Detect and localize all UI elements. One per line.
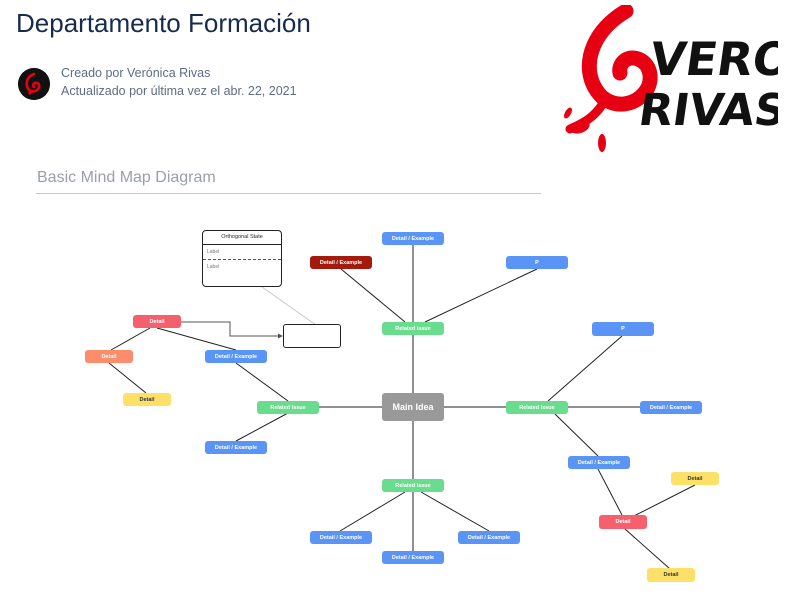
connector-left-lower [235,412,289,442]
orthogonal-state-label-2: Label [207,264,220,270]
orthogonal-state-title: Orthogonal State [221,234,263,240]
node-top-detail-example[interactable]: Detail / Example [382,232,444,245]
connector-red-yellow-lower [624,528,671,570]
connector-bottom-right [420,491,490,532]
node-right-detail-red[interactable]: Detail [599,515,647,529]
diagram-title: Basic Mind Map Diagram [37,169,216,186]
node-related-issue-right[interactable]: Related Issue [506,401,568,414]
node-right-p[interactable]: P [592,322,654,336]
connector-detail-to-box [181,321,279,337]
logo-text-line-1: VERO [647,32,778,86]
node-left-detail-red[interactable]: Detail [133,315,181,328]
node-bottom-detail-example-right[interactable]: Detail / Example [458,531,520,544]
connector-right-p [547,335,623,402]
arrowhead-icon [278,333,283,339]
node-top-darkred-detail-example[interactable]: Detail / Example [310,256,372,269]
connector-red-yellow-upper [633,484,696,517]
node-right-detail-yellow-lower[interactable]: Detail [647,568,695,582]
connector-right-lower [554,413,599,457]
node-bottom-detail-example-left[interactable]: Detail / Example [310,531,372,544]
connector-red-orange [110,327,151,351]
empty-shape-box[interactable] [283,324,341,348]
vero-rivas-logo: VERO RIVAS [564,5,778,152]
connector-orange-yellow [108,362,147,394]
node-related-issue-top[interactable]: Related Issue [382,322,444,335]
node-related-issue-bottom[interactable]: Related Issue [382,479,444,492]
connector-lower-red [597,468,623,516]
page-title: Departamento Formación [16,8,311,38]
node-right-detail-yellow-upper[interactable]: Detail [671,472,719,485]
orthogonal-state-box[interactable]: Orthogonal State Label Label [202,230,282,287]
diagram-title-rule [36,193,541,194]
node-left-detail-example-lower[interactable]: Detail / Example [205,441,267,454]
node-right-detail-example-lower[interactable]: Detail / Example [568,456,630,469]
connector-orthogonal-annotation [261,286,317,326]
last-updated-text: Actualizado por última vez el abr. 22, 2… [61,84,297,98]
node-left-detail-example-upper[interactable]: Detail / Example [205,350,267,363]
node-left-detail-yellow[interactable]: Detail [123,393,171,406]
node-bottom-detail-example-center[interactable]: Detail / Example [382,551,444,564]
orthogonal-state-dashed-divider [203,259,281,260]
node-top-p[interactable]: P [506,256,568,269]
logo-text-line-2: RIVAS [636,85,778,136]
avatar[interactable] [18,68,50,100]
node-right-detail-example-side[interactable]: Detail / Example [640,401,702,414]
avatar-logo-icon [18,68,50,100]
connector-left-upper [235,362,289,402]
orthogonal-state-label-1: Label [207,249,220,255]
connector-top-p [424,268,538,323]
node-main-idea[interactable]: Main Idea [382,393,444,421]
node-related-issue-left[interactable]: Related Issue [257,401,319,414]
connector-left-red [156,327,237,351]
connector-bottom-left [339,491,406,532]
created-by-text: Creado por Verónica Rivas [61,66,211,80]
orthogonal-state-divider [203,244,281,245]
node-left-detail-orange[interactable]: Detail [85,350,133,363]
connector-top-darkred [340,268,406,323]
